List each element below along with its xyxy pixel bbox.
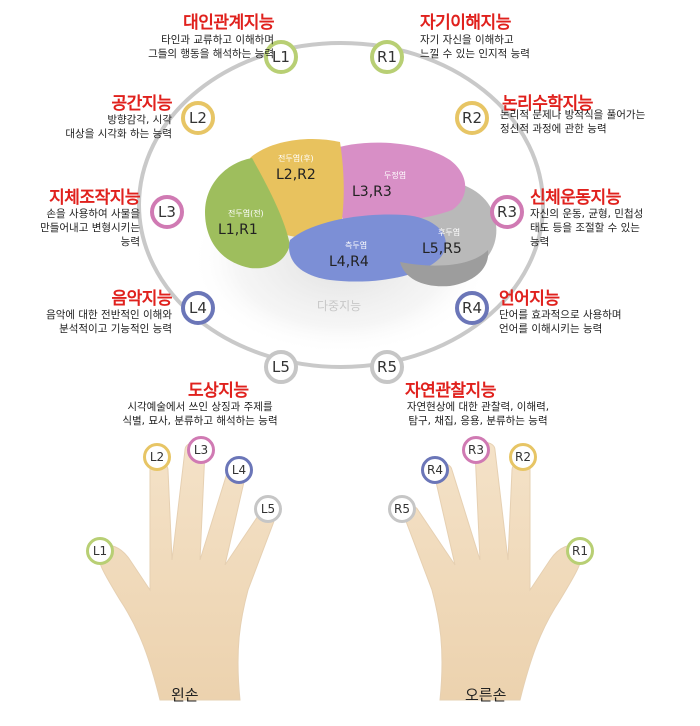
- desc-l1: 타인과 교류하고 이해하며 그들의 행동을 해석하는 능력: [148, 34, 274, 60]
- desc-l4: 음악에 대한 전반적인 이해와 분석적이고 기능적인 능력: [46, 309, 172, 335]
- badge-l4: L4: [181, 291, 215, 325]
- title-r5: 자연관찰지능: [405, 381, 496, 401]
- desc-r1: 자기 자신을 이해하고 느낄 수 있는 인지적 능력: [420, 34, 530, 60]
- badge-l1: L1: [264, 40, 298, 74]
- desc-r2: 논리적 문제나 방적식을 풀어가는 정신적 과정에 관한 능력: [500, 109, 646, 135]
- lobe-temporal-name: 측두엽: [345, 241, 368, 250]
- badge-r4: R4: [455, 291, 489, 325]
- badge-r3: R3: [490, 195, 524, 229]
- badge-r1: R1: [370, 40, 404, 74]
- desc-l5: 시각예술에서 쓰인 상징과 주제를 식별, 묘사, 분류하고 해석하는 능력: [122, 401, 278, 427]
- finger-badge-l1: L1: [86, 537, 114, 565]
- title-r1: 자기이해지능: [420, 13, 511, 33]
- badge-l2: L2: [181, 101, 215, 135]
- desc-r3: 자신의 운동, 균형, 민첩성 태도 등을 조절할 수 있는 능력: [530, 208, 644, 248]
- title-l1: 대인관계지능: [183, 13, 274, 33]
- finger-badge-r4: R4: [421, 456, 449, 484]
- lobe-frontal-top-name: 전두엽(후): [278, 154, 314, 163]
- intelligence-ring: [137, 41, 545, 369]
- left-hand-label: 왼손: [171, 686, 199, 704]
- finger-badge-r2: R2: [509, 443, 537, 471]
- lobe-parietal-pair: L3,R3: [352, 184, 392, 200]
- title-r4: 언어지능: [499, 289, 560, 309]
- desc-r5: 자연현상에 대한 관찰력, 이해력, 탐구, 채집, 응용, 분류하는 능력: [406, 401, 550, 427]
- finger-badge-l5: L5: [254, 495, 282, 523]
- title-l5: 도상지능: [188, 381, 249, 401]
- badge-r5: R5: [370, 350, 404, 384]
- finger-badge-r3: R3: [462, 436, 490, 464]
- lobe-frontal-top-pair: L2,R2: [276, 167, 316, 183]
- finger-badge-l2: L2: [143, 443, 171, 471]
- lobe-temporal-pair: L4,R4: [329, 254, 369, 270]
- badge-r2: R2: [455, 101, 489, 135]
- lobe-parietal: [330, 142, 466, 225]
- title-l3: 지체조작지능: [49, 188, 140, 208]
- finger-badge-r1: R1: [566, 537, 594, 565]
- finger-badge-r5: R5: [388, 495, 416, 523]
- finger-badge-l4: L4: [225, 456, 253, 484]
- badge-l3: L3: [150, 195, 184, 229]
- title-l2: 공간지능: [111, 94, 172, 114]
- lobe-frontal-front-name: 전두엽(전): [228, 209, 264, 218]
- lobe-occipital-name: 후두엽: [438, 228, 461, 237]
- badge-l5: L5: [264, 350, 298, 384]
- finger-badge-l3: L3: [187, 436, 215, 464]
- title-l4: 음악지능: [111, 289, 172, 309]
- title-r2: 논리수학지능: [502, 94, 593, 114]
- desc-r4: 단어를 효과적으로 사용하며 언어를 이해시키는 능력: [499, 309, 622, 335]
- lobe-occipital-pair: L5,R5: [422, 241, 462, 257]
- right-hand-label: 오른손: [465, 686, 507, 704]
- title-r3: 신체운동지능: [530, 188, 621, 208]
- lobe-parietal-name: 두정엽: [384, 171, 407, 180]
- lobe-frontal-front: [205, 158, 290, 269]
- desc-l2: 방향감각, 시각 대상을 시각화 하는 능력: [65, 114, 172, 140]
- left-hand: [98, 442, 278, 701]
- center-label: 다중지능: [317, 299, 362, 313]
- desc-l3: 손을 사용하여 사물을 만들어내고 변형시키는 능력: [40, 208, 140, 248]
- cerebellum: [400, 250, 489, 287]
- lobe-frontal-front-pair: L1,R1: [218, 222, 258, 238]
